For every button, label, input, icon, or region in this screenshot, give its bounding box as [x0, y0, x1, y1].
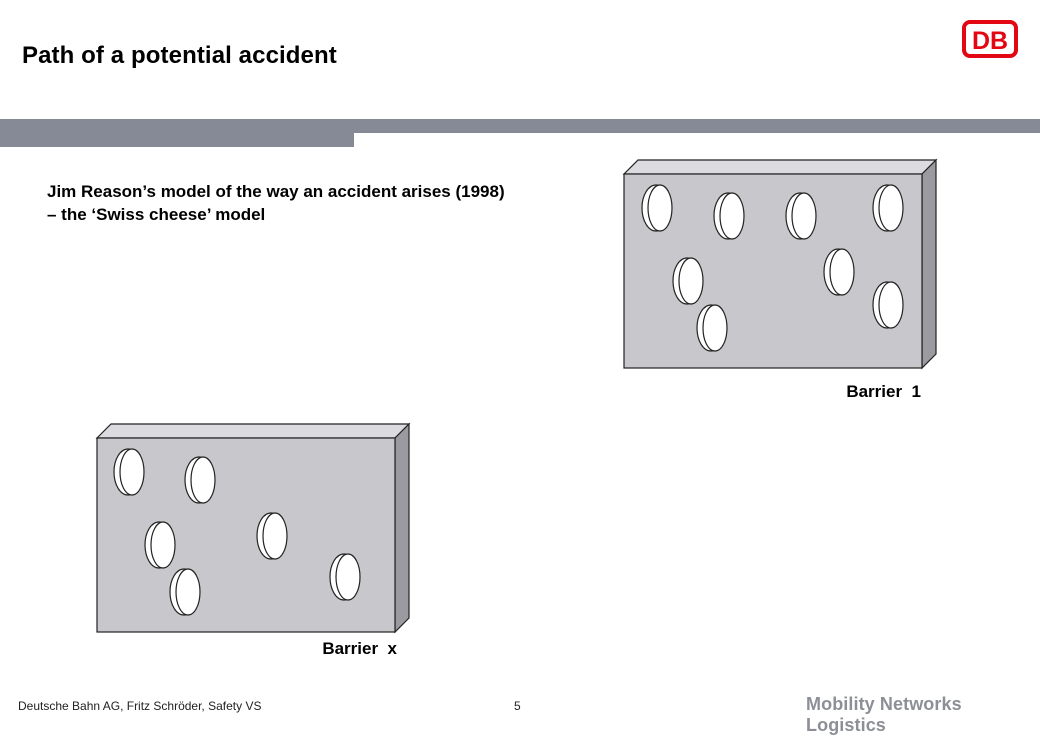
hole	[184, 456, 216, 504]
hole	[641, 184, 673, 232]
slide-title: Path of a potential accident	[22, 42, 337, 69]
swiss-cheese-diagram: Barrier 1 Barrier x	[95, 158, 938, 658]
footer-credit: Deutsche Bahn AG, Fritz Schröder, Safety…	[18, 699, 262, 713]
subtitle: Jim Reason’s model of the way an acciden…	[47, 180, 505, 226]
hole	[823, 248, 855, 296]
hole	[696, 304, 728, 352]
hole	[113, 448, 145, 496]
barrier-x-side-face	[394, 422, 410, 634]
barrier-1-side-face	[921, 158, 937, 370]
hole	[672, 257, 704, 305]
hole	[872, 281, 904, 329]
logo-text: DB	[972, 27, 1008, 55]
hole	[872, 184, 904, 232]
hole	[329, 553, 361, 601]
company-tagline: Mobility Networks Logistics	[806, 694, 962, 735]
hole	[144, 521, 176, 569]
page-number: 5	[514, 699, 521, 713]
db-logo: DB	[962, 20, 1018, 58]
barrier-x-top-face	[95, 423, 411, 439]
hole	[785, 192, 817, 240]
header-band	[0, 119, 1040, 133]
barrier-1-holes	[641, 184, 904, 352]
barrier-x-label: Barrier x	[322, 639, 397, 658]
barrier-1: Barrier 1	[622, 158, 938, 401]
subtitle-line-1: Jim Reason’s model of the way an acciden…	[47, 182, 505, 201]
hole	[256, 512, 288, 560]
barrier-x: Barrier x	[95, 422, 411, 658]
barrier-1-label: Barrier 1	[846, 382, 921, 401]
header-band-accent	[0, 133, 354, 147]
barrier-x-holes	[113, 448, 361, 616]
barrier-1-top-face	[622, 159, 938, 175]
subtitle-line-2: – the ‘Swiss cheese’ model	[47, 205, 266, 224]
hole	[713, 192, 745, 240]
barrier-1-front-face	[623, 173, 923, 369]
hole	[169, 568, 201, 616]
